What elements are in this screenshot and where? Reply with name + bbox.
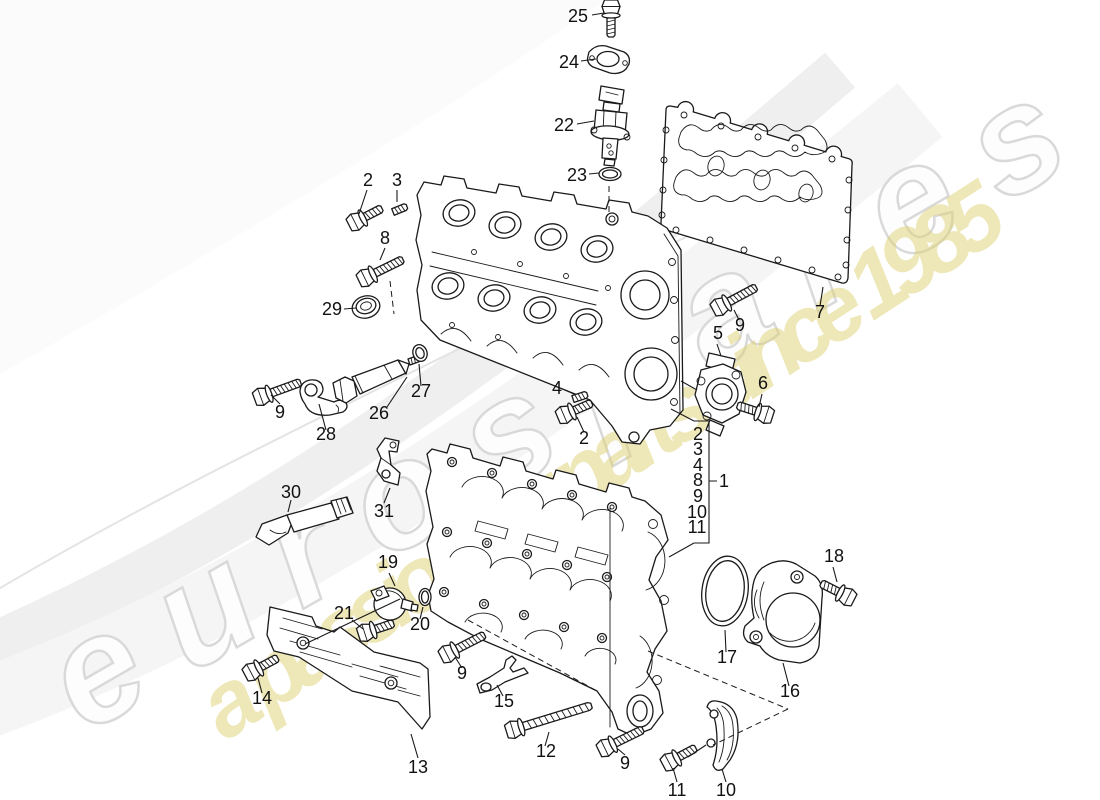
group-list-2: 2 (693, 424, 703, 444)
callout-9-topright: 9 (735, 315, 745, 335)
group-list-3: 3 (693, 439, 703, 459)
part-oring-20 (418, 587, 432, 607)
part-sealant-tube-30 (255, 496, 354, 546)
part-bracket-31 (376, 437, 401, 486)
part-gasket-7 (658, 100, 853, 284)
callout-28: 28 (316, 424, 336, 444)
part-bolt-9-bottomleft (436, 626, 490, 666)
callout-4: 4 (552, 378, 562, 398)
callout-13: 13 (408, 757, 428, 777)
part-bracket-15 (476, 655, 529, 694)
callout-12: 12 (536, 741, 556, 761)
callout-15: 15 (494, 691, 514, 711)
callout-20: 20 (410, 614, 430, 634)
callout-31: 31 (374, 501, 394, 521)
callout-2-right: 2 (579, 428, 589, 448)
callout-24: 24 (559, 52, 579, 72)
construction-dashed-lines (389, 186, 789, 746)
part-housing-cover (425, 443, 669, 737)
callout-29: 29 (322, 299, 342, 319)
group-list-4: 4 (693, 455, 703, 475)
callout-21: 21 (334, 603, 354, 623)
part-stud-3 (391, 202, 409, 216)
part-flange-5 (694, 352, 747, 437)
callout-9-bottomleft: 9 (457, 663, 467, 683)
callout-9-left: 9 (275, 402, 285, 422)
callout-30: 30 (281, 482, 301, 502)
callout-3: 3 (392, 170, 402, 190)
group-list-11: 11 (688, 517, 707, 537)
callout-14: 14 (252, 688, 272, 708)
part-chain-guide-10 (706, 700, 739, 771)
callout-22: 22 (554, 115, 574, 135)
part-oring-23 (598, 166, 622, 182)
callout-18: 18 (824, 546, 844, 566)
callout-26: 26 (369, 403, 389, 423)
group-list-10: 10 (687, 502, 707, 522)
callout-10: 10 (716, 780, 736, 800)
part-bolt-11 (658, 739, 701, 774)
part-bolt-18 (816, 574, 859, 609)
part-oring-17 (701, 555, 749, 627)
callout-7: 7 (815, 302, 825, 322)
callout-19: 19 (378, 552, 398, 572)
assembly-group-bracket (668, 408, 717, 558)
callout-17: 17 (717, 647, 737, 667)
callout-2-left: 2 (363, 170, 373, 190)
leader-lines (257, 12, 838, 783)
part-seal-29 (351, 295, 381, 319)
callout-16: 16 (780, 681, 800, 701)
callout-25: 25 (568, 6, 588, 26)
part-solenoid-valve-22 (590, 85, 631, 167)
callout-1: 1 (719, 471, 729, 491)
part-bolt-25 (601, 0, 621, 38)
callout-11: 11 (668, 780, 687, 800)
callout-23: 23 (567, 165, 587, 185)
group-list-9: 9 (693, 486, 703, 506)
part-end-cover-16 (742, 560, 823, 664)
part-sealing-plate-24 (586, 44, 631, 75)
callout-5: 5 (713, 323, 723, 343)
part-heat-shield-13 (266, 606, 431, 730)
part-camshaft-housing (415, 175, 684, 445)
callout-9-bottommid: 9 (620, 753, 630, 773)
part-oring-27 (412, 344, 428, 362)
group-list-8: 8 (693, 470, 703, 490)
callout-6: 6 (758, 373, 768, 393)
callout-8: 8 (380, 228, 390, 248)
callout-27: 27 (411, 381, 431, 401)
